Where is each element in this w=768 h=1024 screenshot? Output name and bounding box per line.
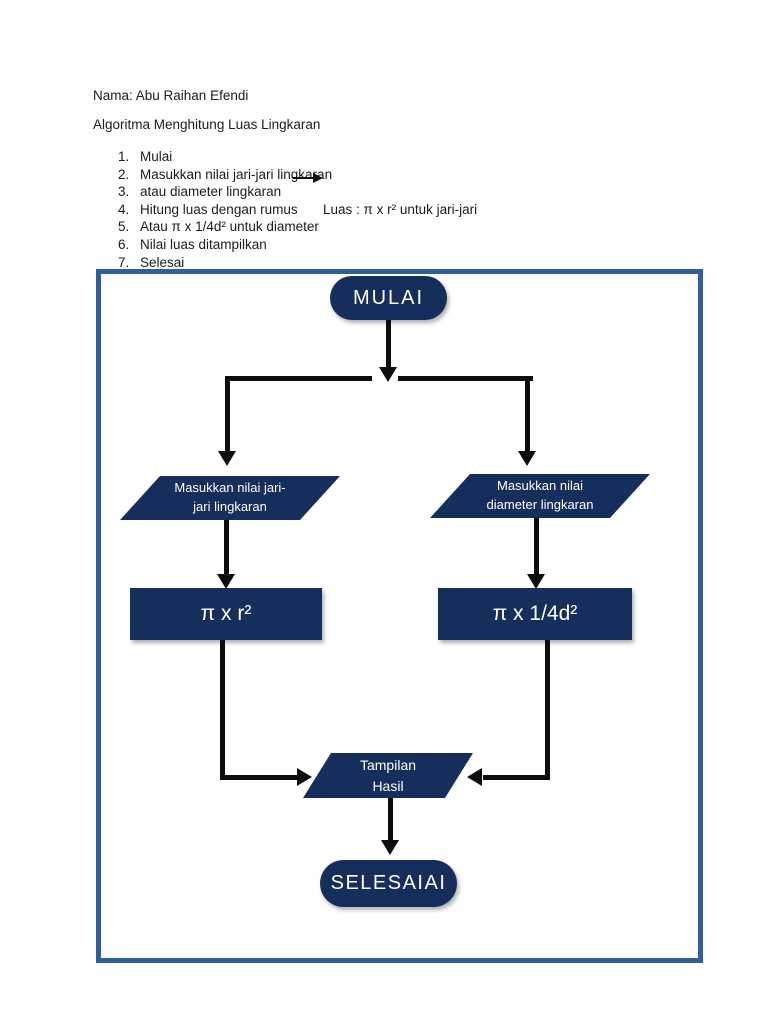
- step-text: Nilai luas ditampilkan: [140, 236, 267, 252]
- arrowhead-down-icon: [518, 451, 536, 466]
- connector-radius-to-formula: [224, 520, 229, 575]
- step-text: Mulai: [140, 149, 173, 164]
- connector-formula-diameter-down: [545, 640, 550, 780]
- step-item-6: 6. Nilai luas ditampilkan: [93, 236, 693, 254]
- step-text: Hitung luas dengan rumus: [140, 201, 298, 217]
- arrowhead-down-icon: [381, 840, 399, 855]
- arrowhead-right-icon: [297, 768, 312, 786]
- output-line2: Hasil: [372, 777, 404, 794]
- connector-start-down: [386, 320, 391, 367]
- step-number: 7.: [118, 254, 130, 270]
- step-text: atau diameter lingkaran: [140, 184, 282, 200]
- arrowhead-down-icon: [217, 574, 235, 589]
- algorithm-steps-list: 1. Mulai 2. Masukkan nilai jari-jari lin…: [93, 148, 693, 271]
- step-item-2: 2. Masukkan nilai jari-jari lingkaran: [93, 166, 693, 184]
- document-text-block: Nama: Abu Raihan Efendi Algoritma Menghi…: [93, 88, 693, 271]
- output-line1: Tampilan: [359, 757, 417, 774]
- arrowhead-down-icon: [218, 451, 236, 466]
- connector-to-input-radius: [225, 376, 230, 451]
- page-title: Algoritma Menghitung Luas Lingkaran: [93, 117, 321, 132]
- input-radius-line1: Masukkan nilai jari-: [174, 480, 286, 496]
- connector-diameter-to-formula: [534, 518, 539, 575]
- step-text: Atau π x 1/4d² untuk diameter: [140, 219, 319, 235]
- connector-to-input-diameter: [525, 376, 530, 451]
- input-radius-line2: jari lingkaran: [193, 499, 267, 514]
- step-item-5: 5. Atau π x 1/4d² untuk diameter: [93, 218, 693, 236]
- flow-node-formula-diameter: π x 1/4d²: [438, 588, 632, 640]
- step-item-4: 4. Hitung luas dengan rumus Luas : π x r…: [93, 201, 693, 219]
- step-number: 6.: [118, 236, 130, 252]
- connector-formula-diameter-across: [483, 775, 550, 780]
- step-item-7: 7. Selesai: [93, 254, 693, 272]
- flow-node-input-diameter: Masukkan nilai diameter lingkaran: [430, 474, 650, 518]
- arrowhead-left-icon: [467, 768, 482, 786]
- connector-formula-radius-across: [220, 775, 297, 780]
- author-name: Nama: Abu Raihan Efendi: [93, 88, 249, 103]
- formula-diameter-label: π x 1/4d²: [492, 602, 578, 625]
- step-number: 2.: [118, 166, 130, 182]
- input-diameter-line2: diameter lingkaran: [486, 497, 594, 512]
- flow-node-formula-radius: π x r²: [130, 588, 322, 640]
- flow-node-start: MULAI: [330, 276, 447, 320]
- step-number: 1.: [118, 149, 130, 164]
- step-item-1: 1. Mulai: [93, 148, 693, 166]
- flow-node-end: SELESAIAI: [320, 860, 457, 907]
- connector-formula-radius-down: [220, 640, 225, 780]
- step-item-3: 3. atau diameter lingkaran: [93, 183, 693, 201]
- arrowhead-down-icon: [379, 367, 397, 382]
- end-label: SELESAIAI: [330, 872, 447, 894]
- split-line-left: [228, 376, 372, 381]
- step-number: 3.: [118, 184, 130, 200]
- step-number: 5.: [118, 219, 130, 235]
- split-line-right: [398, 376, 533, 381]
- formula-radius-label: π x r²: [200, 602, 252, 625]
- flowchart-frame: MULAI Masukkan nilai jari- jari lingkara…: [96, 269, 703, 963]
- step-text: Selesai: [140, 254, 185, 270]
- start-label: MULAI: [352, 286, 425, 309]
- connector-output-to-end: [388, 798, 393, 841]
- flow-node-output: Tampilan Hasil: [303, 753, 473, 798]
- step-text: Masukkan nilai jari-jari lingkaran: [140, 166, 333, 182]
- formula-note: Luas : π x r² untuk jari-jari: [323, 201, 478, 217]
- input-diameter-line1: Masukkan nilai: [497, 478, 583, 494]
- step-number: 4.: [118, 201, 130, 217]
- arrowhead-down-icon: [527, 574, 545, 589]
- annotation-right-arrow-icon: [293, 173, 323, 183]
- flow-node-input-radius: Masukkan nilai jari- jari lingkaran: [120, 476, 340, 520]
